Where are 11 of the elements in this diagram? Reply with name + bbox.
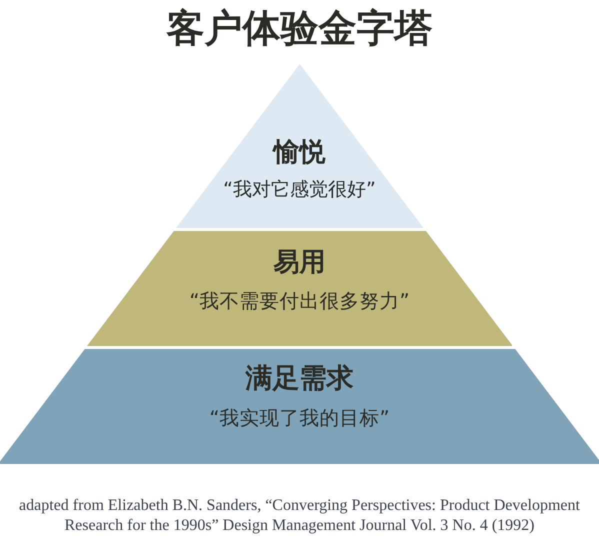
pyramid-tier <box>86 231 512 346</box>
pyramid-tier <box>176 64 424 228</box>
tier-heading: 满足需求 <box>246 362 354 396</box>
diagram-title: 客户体验金字塔 <box>166 6 432 50</box>
tier-quote: “我不需要付出很多努力” <box>189 289 410 313</box>
tier-quote: “我实现了我的目标” <box>209 406 390 430</box>
tier-heading: 愉悦 <box>273 137 326 169</box>
tier-quote: “我对它感觉很好” <box>223 178 376 202</box>
pyramid-tier <box>0 349 599 464</box>
source-caption: adapted from Elizabeth B.N. Sanders, “Converging Perspectives: Product Development Research for the 1990s” Design Management Journal Vol. 3 No. 4 (1992) <box>18 496 581 536</box>
tier-heading: 易用 <box>273 247 326 279</box>
